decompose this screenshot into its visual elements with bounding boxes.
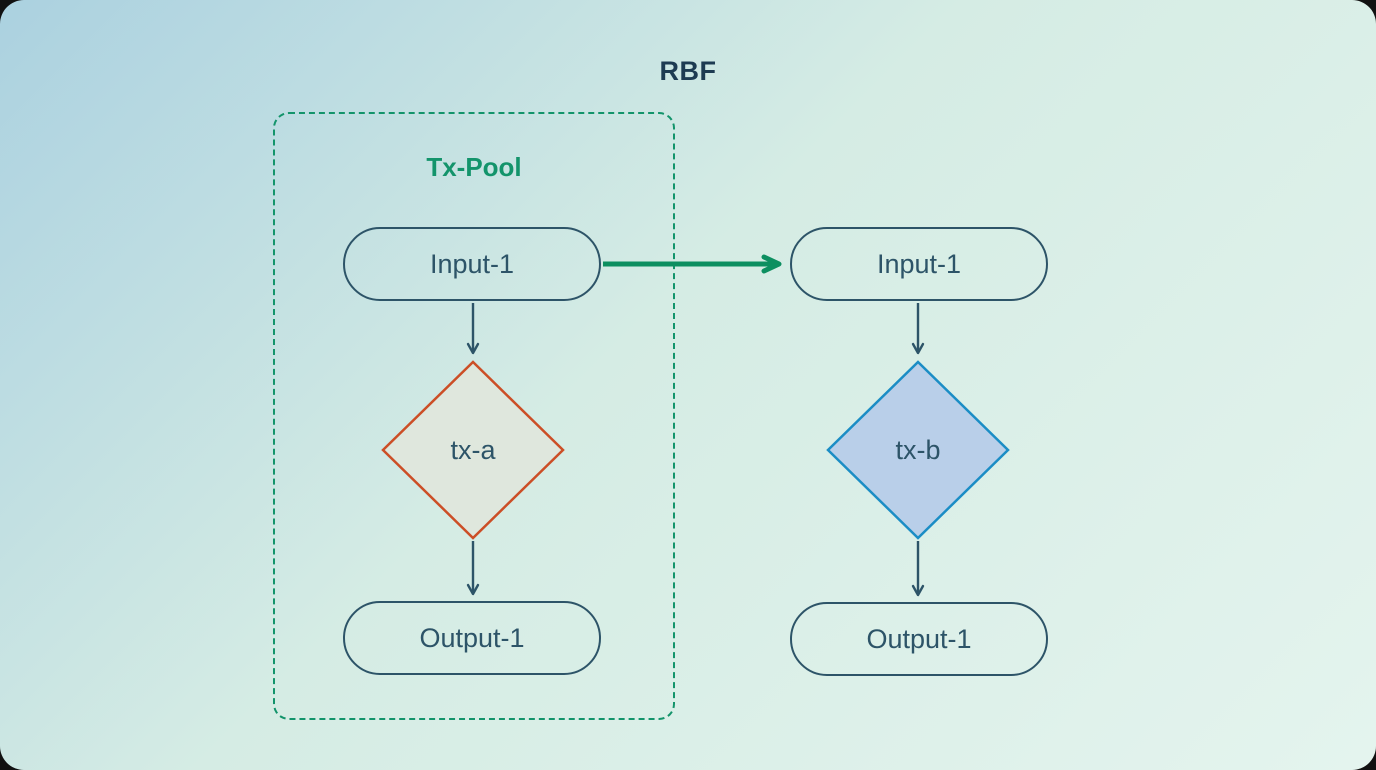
node-pool-output-1-label: Output-1: [419, 622, 525, 653]
node-replacement-input-1: Input-1: [790, 227, 1048, 301]
node-pool-input-1-label: Input-1: [429, 248, 515, 279]
tx-pool-label: Tx-Pool: [426, 152, 522, 182]
node-replacement-output-1-label: Output-1: [866, 623, 972, 654]
node-pool-input-1: Input-1: [343, 227, 601, 301]
node-pool-output-1: Output-1: [343, 601, 601, 675]
diagram-title: RBF: [659, 56, 717, 86]
tx-pool-dashed-box: [273, 112, 675, 720]
tx-b-label: tx-b: [895, 434, 941, 465]
tx-a-label: tx-a: [450, 434, 496, 465]
node-replacement-input-1-label: Input-1: [876, 248, 962, 279]
node-replacement-output-1: Output-1: [790, 602, 1048, 676]
